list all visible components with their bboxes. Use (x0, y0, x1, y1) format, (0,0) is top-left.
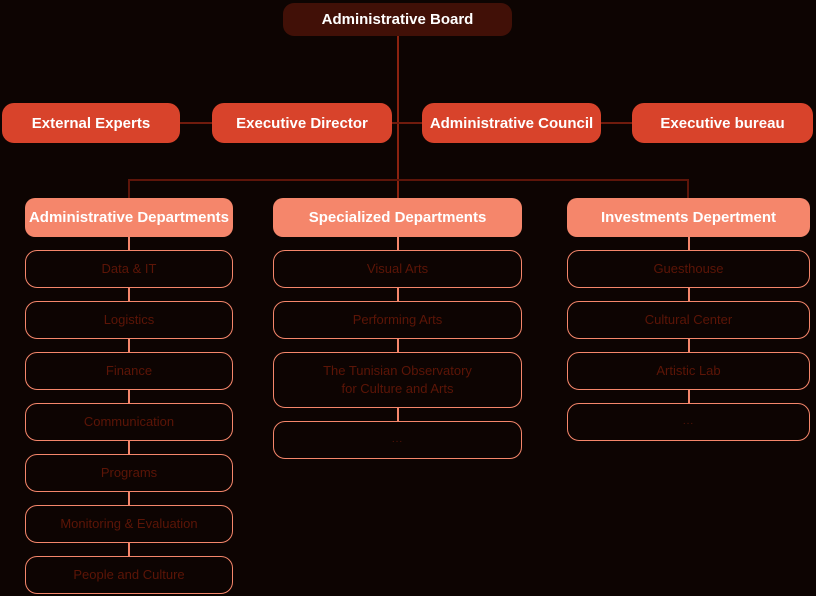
org-node-administrative-board: Administrative Board (283, 3, 512, 36)
org-node-administrative-council: Administrative Council (422, 103, 601, 143)
connector-root-vertical (396, 36, 399, 198)
org-node-executive-director: Executive Director (212, 103, 392, 143)
org-node-monitoring-evaluation: Monitoring & Evaluation (25, 505, 233, 543)
org-node-executive-bureau: Executive bureau (632, 103, 813, 143)
org-node-external-experts: External Experts (2, 103, 180, 143)
org-node-cultural-center: Cultural Center (567, 301, 810, 339)
org-node-investments-more: ... (567, 403, 810, 441)
org-node-programs: Programs (25, 454, 233, 492)
connector-tree-drop-left (127, 179, 130, 199)
connector-row2-segment-2 (392, 122, 422, 124)
dept-header-specialized-departments: Specialized Departments (273, 198, 522, 237)
dept-header-investments-depertment: Investments Depertment (567, 198, 810, 237)
connector-row2-segment-1 (180, 122, 212, 124)
connector-row2-segment-3 (601, 122, 632, 124)
dept-column-administrative: Administrative Departments Data & IT Log… (25, 198, 233, 594)
org-node-communication: Communication (25, 403, 233, 441)
org-node-specialized-more: ... (273, 421, 522, 459)
org-node-people-and-culture: People and Culture (25, 556, 233, 594)
dept-column-investments: Investments Depertment Guesthouse Cultur… (567, 198, 810, 441)
org-node-tunisian-observatory: The Tunisian Observatory for Culture and… (273, 352, 522, 408)
org-node-finance: Finance (25, 352, 233, 390)
dept-header-administrative-departments: Administrative Departments (25, 198, 233, 237)
org-node-logistics: Logistics (25, 301, 233, 339)
org-node-performing-arts: Performing Arts (273, 301, 522, 339)
org-node-data-it: Data & IT (25, 250, 233, 288)
connector-tree-horizontal (128, 179, 688, 181)
connector-tree-drop-right (686, 179, 689, 199)
dept-column-specialized: Specialized Departments Visual Arts Perf… (273, 198, 522, 459)
org-node-artistic-lab: Artistic Lab (567, 352, 810, 390)
org-node-visual-arts: Visual Arts (273, 250, 522, 288)
org-node-guesthouse: Guesthouse (567, 250, 810, 288)
